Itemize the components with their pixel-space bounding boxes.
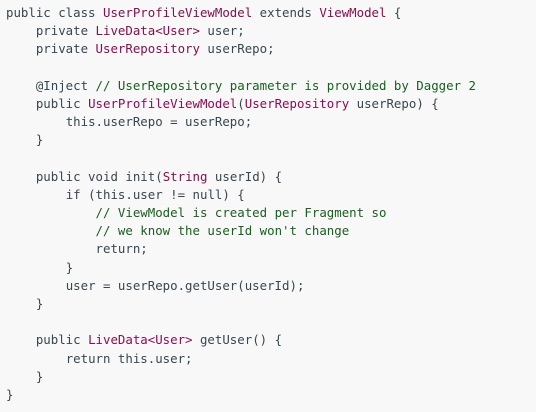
code-token-type: LiveData<User> xyxy=(88,332,193,348)
code-token-type: UserRepository xyxy=(244,95,350,111)
code-token-ident: userId xyxy=(207,168,260,184)
code-token-comment: // UserRepository parameter is provided … xyxy=(95,77,476,93)
code-token-ident: userRepo xyxy=(349,95,417,111)
code-token-ident: .user != xyxy=(125,186,193,202)
code-line: @Inject // UserRepository parameter is p… xyxy=(6,77,536,95)
code-token-keyword: private xyxy=(35,41,96,57)
code-token-punct: ) { xyxy=(416,95,439,111)
code-token-punct: } xyxy=(35,368,44,384)
code-token-punct: ( xyxy=(237,95,245,111)
code-token-ident: .userRepo = userRepo; xyxy=(95,114,253,130)
code-token-ident xyxy=(6,187,66,202)
code-token-keyword: public void xyxy=(35,168,126,184)
code-line: return; xyxy=(6,240,536,258)
code-token-ident xyxy=(6,114,66,129)
code-line: } xyxy=(6,386,536,404)
code-token-ident xyxy=(6,296,36,311)
code-token-ident xyxy=(6,205,96,220)
code-line: } xyxy=(6,259,536,277)
code-token-ident xyxy=(6,41,36,56)
code-line xyxy=(6,313,536,331)
code-token-ident xyxy=(6,241,96,256)
code-token-keyword: this xyxy=(65,114,96,130)
code-line: // we know the userId won't change xyxy=(6,222,536,240)
code-line: return this.user; xyxy=(6,350,536,368)
code-line: } xyxy=(6,131,536,149)
code-token-punct: } xyxy=(35,296,44,311)
code-token-ident xyxy=(6,332,36,347)
code-line: this.userRepo = userRepo; xyxy=(6,113,536,131)
code-token-ident xyxy=(6,132,36,147)
code-token-type: UserRepository xyxy=(95,41,200,57)
code-token-keyword: private xyxy=(35,23,96,39)
code-token-punct: } xyxy=(6,386,14,402)
code-token-ident xyxy=(6,369,36,384)
code-token-type: ViewModel xyxy=(319,5,387,20)
code-line xyxy=(6,59,536,77)
code-token-ident xyxy=(6,96,36,111)
code-token-punct: ; xyxy=(140,241,148,257)
code-token-ident: userRepo; xyxy=(199,41,275,57)
code-token-type: UserProfileViewModel xyxy=(102,5,253,20)
code-token-keyword: public class xyxy=(6,5,103,20)
code-token-type: String xyxy=(162,168,208,184)
code-line: public LiveData<User> getUser() { xyxy=(6,331,536,349)
code-token-keyword: null xyxy=(192,186,223,202)
code-token-ident xyxy=(88,78,95,93)
code-line: if (this.user != null) { xyxy=(6,186,536,204)
code-line: public void init(String userId) { xyxy=(6,168,536,186)
code-token-punct: } xyxy=(65,259,74,275)
code-token-ident: user; xyxy=(199,23,245,39)
code-line: // ViewModel is created per Fragment so xyxy=(6,204,536,222)
code-token-type: LiveData<User> xyxy=(95,23,200,39)
code-line: user = userRepo.getUser(userId); xyxy=(6,277,536,295)
code-token-punct: { xyxy=(386,5,402,20)
code-line: } xyxy=(6,368,536,386)
code-token-punct: () { xyxy=(252,332,283,348)
code-token-keyword: return xyxy=(95,241,141,257)
code-token-punct: ( xyxy=(155,168,163,184)
code-token-ident: .user; xyxy=(147,350,193,366)
code-token-keyword: public xyxy=(35,95,89,111)
code-token-ident xyxy=(6,351,66,366)
code-token-ident: getUser xyxy=(192,332,253,348)
code-token-ident xyxy=(6,78,36,93)
code-token-ident xyxy=(6,169,36,184)
code-token-annotation: @Inject xyxy=(35,77,89,93)
code-token-comment: // ViewModel is created per Fragment so xyxy=(95,205,387,221)
code-token-ident xyxy=(6,278,66,293)
code-token-punct: ) { xyxy=(222,186,245,202)
code-token-punct: ) { xyxy=(259,168,283,184)
code-line: private UserRepository userRepo; xyxy=(6,40,536,58)
code-token-comment: // we know the userId won't change xyxy=(95,223,350,239)
code-line: public UserProfileViewModel(UserReposito… xyxy=(6,95,536,113)
code-token-type: UserProfileViewModel xyxy=(88,95,238,111)
code-token-punct: } xyxy=(35,132,44,148)
code-token-keyword: extends xyxy=(252,5,320,20)
code-token-keyword: public xyxy=(35,332,89,348)
code-token-ident xyxy=(6,260,66,275)
code-line: public class UserProfileViewModel extend… xyxy=(6,4,536,22)
code-token-keyword: this xyxy=(95,186,126,202)
code-token-ident xyxy=(6,223,96,238)
code-token-keyword: if xyxy=(65,186,89,202)
code-token-ident: user = userRepo.getUser(userId); xyxy=(65,277,305,293)
code-line xyxy=(6,150,536,168)
code-line: private LiveData<User> user; xyxy=(6,22,536,40)
code-token-ident xyxy=(6,23,36,38)
code-token-punct: ( xyxy=(88,186,96,202)
code-token-ident: init xyxy=(125,168,156,184)
code-token-keyword: return this xyxy=(65,350,148,366)
code-line: } xyxy=(6,295,536,313)
